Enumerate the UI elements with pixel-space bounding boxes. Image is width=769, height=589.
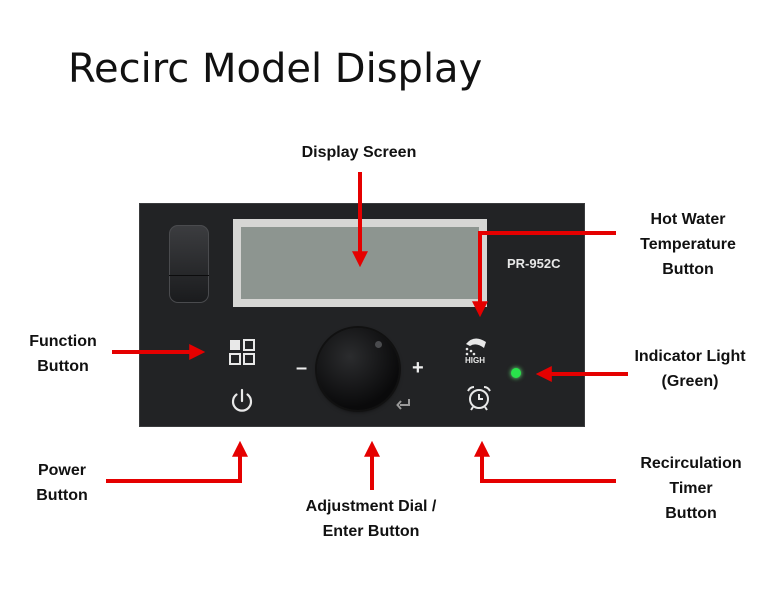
rocker-switch[interactable] [169,225,209,303]
power-icon[interactable] [228,387,256,415]
high-label: HIGH [465,356,485,365]
function-icon[interactable] [229,339,255,365]
minus-symbol: – [296,357,308,379]
label-power: Power Button [36,462,88,504]
hot-water-icon[interactable] [462,336,490,358]
arrow-recirculation [474,440,616,483]
adjustment-dial[interactable] [317,328,399,410]
indicator-light [511,368,521,378]
label-function: Function Button [29,333,97,375]
page-title: Recirc Model Display [68,46,483,92]
label-adjustment: Adjustment Dial / Enter Button [305,498,437,540]
alarm-clock-icon[interactable] [465,384,493,412]
label-indicator: Indicator Light (Green) [634,348,746,390]
arrow-power [106,440,248,483]
label-hot-water: Hot Water Temperature Button [640,211,736,278]
dial-indicator-dot [375,341,382,348]
plus-symbol: + [412,357,424,379]
label-recirculation: Recirculation Timer Button [640,455,742,522]
label-display-screen: Display Screen [301,144,417,161]
model-label: PR-952C [507,256,561,271]
enter-icon [396,399,410,410]
arrow-hot-water [472,231,616,318]
